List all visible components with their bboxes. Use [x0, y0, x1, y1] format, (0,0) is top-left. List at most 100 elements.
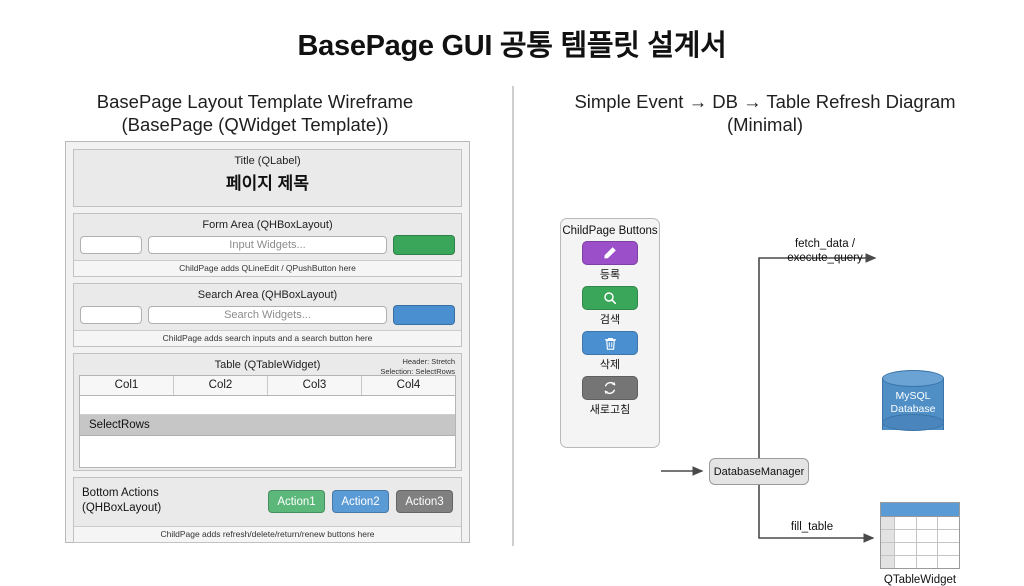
- table-hint-line2: Selection: SelectRows: [380, 366, 455, 376]
- form-widgets-row: Input Widgets...: [74, 231, 461, 260]
- qtablewidget-grid: [880, 502, 960, 569]
- form-small-input[interactable]: [80, 236, 142, 254]
- qtablewidget-header-row: [881, 503, 959, 517]
- search-action-button[interactable]: [582, 286, 638, 310]
- delete-button[interactable]: [582, 331, 638, 355]
- table-row-selected[interactable]: SelectRows: [80, 415, 455, 436]
- mysql-label-line2: Database: [890, 403, 936, 415]
- wireframe-table-section: Table (QTableWidget) Header: Stretch Sel…: [73, 353, 462, 471]
- table-column-header[interactable]: Col4: [396, 379, 421, 391]
- cylinder-top: [882, 370, 944, 387]
- table-section-label: Table (QTableWidget): [214, 359, 321, 371]
- qtablewidget-caption: QTableWidget: [883, 574, 957, 586]
- qtablewidget-node: QTableWidget: [880, 502, 975, 586]
- qtw-cell: [881, 543, 895, 555]
- table-section-hint: Header: Stretch Selection: SelectRows: [380, 357, 455, 376]
- form-input-placeholder[interactable]: Input Widgets...: [148, 236, 387, 254]
- action1-button[interactable]: Action1: [268, 489, 325, 513]
- bottom-actions-label-line1: Bottom Actions: [82, 487, 159, 499]
- qtablewidget-row: [881, 530, 959, 543]
- qtw-cell: [895, 517, 917, 529]
- left-pane-heading-line2: (BasePage (QWidget Template)): [121, 114, 389, 135]
- edge-label-fill-table: fill_table: [790, 521, 834, 533]
- search-section-note: ChildPage adds search inputs and a searc…: [74, 330, 461, 346]
- bottom-actions-row: Bottom Actions (QHBoxLayout) Action1 Act…: [74, 478, 461, 516]
- search-button[interactable]: [393, 305, 455, 325]
- page-title: BasePage GUI 공통 템플릿 설계서: [297, 30, 727, 62]
- table-column-header[interactable]: Col1: [80, 376, 174, 395]
- childpage-button-search[interactable]: 검색: [561, 286, 659, 327]
- search-action-caption: 검색: [599, 314, 621, 326]
- basepage-wireframe: Title (QLabel) 페이지 제목 Form Area (QHBoxLa…: [65, 141, 470, 543]
- pane-divider: [512, 86, 514, 546]
- cylinder-bottom: [882, 414, 944, 431]
- qtw-cell: [917, 530, 939, 542]
- register-button[interactable]: [582, 241, 638, 265]
- qtw-cell: [917, 543, 939, 555]
- qtw-cell: [895, 556, 917, 568]
- qtablewidget-row: [881, 517, 959, 530]
- qtw-cell: [881, 517, 895, 529]
- delete-button-caption: 삭제: [599, 359, 621, 371]
- wireframe-table[interactable]: Col1 Col2 Col3 Col4 SelectRows: [79, 375, 456, 468]
- title-section-label: Title (QLabel): [234, 155, 301, 167]
- action3-button[interactable]: Action3: [396, 489, 453, 513]
- childpage-button-refresh[interactable]: 새로고침: [561, 376, 659, 417]
- register-button-caption: 등록: [599, 269, 621, 281]
- left-pane-heading: BasePage Layout Template Wireframe (Base…: [20, 90, 490, 136]
- search-section-label: Search Area (QHBoxLayout): [197, 289, 338, 301]
- mysql-label-line1: MySQL: [895, 390, 931, 402]
- bottom-actions-label: Bottom Actions (QHBoxLayout): [82, 486, 261, 516]
- right-pane-heading: Simple Event → DB → Table Refresh Diagra…: [530, 90, 1000, 136]
- childpage-button-delete[interactable]: 삭제: [561, 331, 659, 372]
- qtablewidget-row: [881, 556, 959, 568]
- table-header-row: Col1 Col2 Col3 Col4: [80, 376, 455, 396]
- search-small-input[interactable]: [80, 306, 142, 324]
- childpage-buttons-title: ChildPage Buttons: [562, 225, 658, 237]
- edge-label-fetch: fetch_data / execute_query: [755, 237, 895, 265]
- search-widgets-row: Search Widgets...: [74, 301, 461, 330]
- event-db-refresh-diagram: ChildPage Buttons 등록 검색: [512, 130, 1024, 586]
- form-section-label: Form Area (QHBoxLayout): [202, 219, 333, 231]
- wireframe-bottom-section: Bottom Actions (QHBoxLayout) Action1 Act…: [73, 477, 462, 543]
- table-hint-line1: Header: Stretch: [402, 357, 455, 366]
- trash-icon: [604, 337, 616, 350]
- right-pane-heading-line2: (Minimal): [726, 114, 804, 135]
- table-body-empty[interactable]: [80, 436, 455, 467]
- table-row[interactable]: [80, 396, 455, 415]
- qtw-cell: [917, 517, 939, 529]
- qtw-cell: [881, 530, 895, 542]
- refresh-button[interactable]: [582, 376, 638, 400]
- edge-label-fetch-line1: fetch_data /: [794, 238, 856, 250]
- qtw-cell: [938, 556, 959, 568]
- database-manager-node[interactable]: DatabaseManager: [709, 458, 809, 485]
- right-pane-heading-line1: Simple Event → DB → Table Refresh Diagra…: [574, 91, 956, 112]
- edge-label-fetch-line2: execute_query: [787, 252, 863, 264]
- search-icon: [604, 292, 617, 305]
- refresh-icon: [604, 381, 616, 395]
- diagram-connectors: [661, 253, 877, 543]
- qtw-cell: [938, 530, 959, 542]
- qtw-cell: [881, 556, 895, 568]
- table-column-header[interactable]: Col2: [174, 376, 268, 395]
- wireframe-search-section: Search Area (QHBoxLayout) Search Widgets…: [73, 283, 462, 347]
- left-pane-heading-line1: BasePage Layout Template Wireframe: [96, 91, 414, 112]
- qtw-cell: [938, 517, 959, 529]
- wireframe-form-section: Form Area (QHBoxLayout) Input Widgets...…: [73, 213, 462, 277]
- wireframe-title-section: Title (QLabel) 페이지 제목: [73, 149, 462, 207]
- form-section-note: ChildPage adds QLineEdit / QPushButton h…: [74, 260, 461, 276]
- mysql-database-node: MySQL Database: [882, 370, 944, 438]
- qtablewidget-row: [881, 543, 959, 556]
- childpage-button-register[interactable]: 등록: [561, 241, 659, 282]
- table-column-header[interactable]: Col3: [268, 376, 362, 395]
- qtw-cell: [895, 543, 917, 555]
- pencil-icon: [604, 247, 616, 259]
- action2-button[interactable]: Action2: [332, 489, 389, 513]
- qtw-cell: [938, 543, 959, 555]
- page-title-placeholder: 페이지 제목: [226, 174, 309, 193]
- qtw-cell: [917, 556, 939, 568]
- bottom-section-note: ChildPage adds refresh/delete/return/ren…: [74, 526, 461, 542]
- search-input-placeholder[interactable]: Search Widgets...: [148, 306, 387, 324]
- form-submit-button[interactable]: [393, 235, 455, 255]
- bottom-actions-label-line2: (QHBoxLayout): [82, 502, 162, 514]
